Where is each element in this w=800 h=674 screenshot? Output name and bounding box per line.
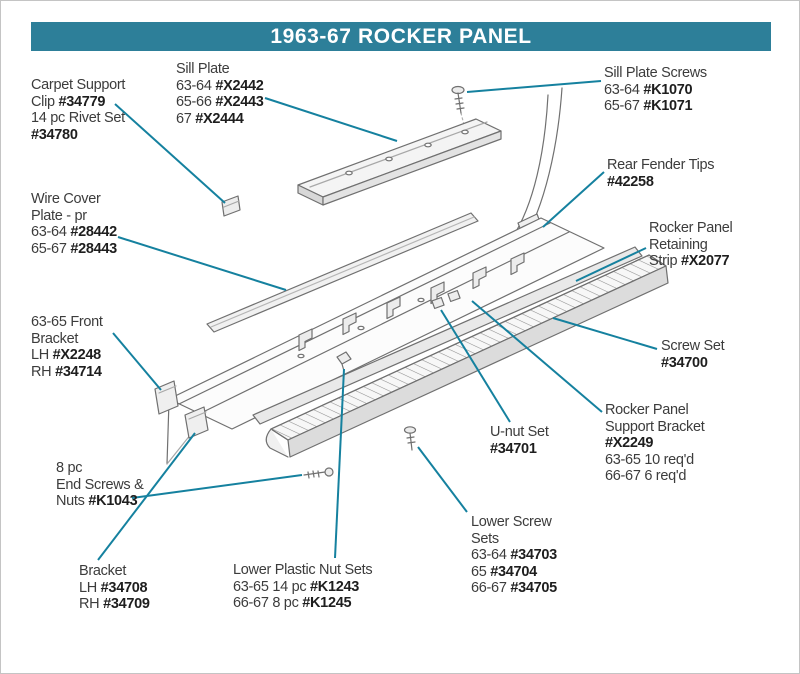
header-bar: 1963-67 ROCKER PANEL: [31, 22, 771, 51]
leader-line: [552, 317, 658, 350]
lower-screw-drawing: [403, 426, 417, 451]
leader-line: [334, 368, 345, 559]
page-title: 1963-67 ROCKER PANEL: [270, 24, 532, 48]
wire-cover-plate-drawing: [206, 212, 479, 333]
rocker-molding-drawing: [265, 254, 669, 458]
leader-line: [112, 332, 162, 391]
leader-line: [117, 236, 287, 291]
sill-plate-drawing: [297, 118, 502, 206]
exploded-drawing: [154, 85, 669, 479]
leader-line: [440, 309, 511, 423]
end-screw-drawing: [303, 467, 334, 479]
leader-line: [466, 80, 602, 93]
sill-plate-screw-drawing: [451, 85, 465, 114]
retaining-strip-drawing: [252, 246, 643, 425]
leader-line: [542, 171, 605, 228]
inner-sill-panel-drawing: [166, 217, 605, 465]
support-bracket-clips-drawing: [298, 252, 525, 352]
leader-line: [114, 103, 226, 204]
leader-line: [264, 97, 398, 142]
leader-line: [131, 474, 303, 499]
leader-line: [575, 247, 647, 282]
leader-line: [97, 432, 196, 561]
carpet-support-clip-drawing: [221, 195, 241, 217]
leader-line: [417, 446, 468, 513]
leader-line: [471, 300, 603, 413]
leader-lines: [97, 80, 658, 561]
u-nuts-drawing: [431, 289, 461, 310]
